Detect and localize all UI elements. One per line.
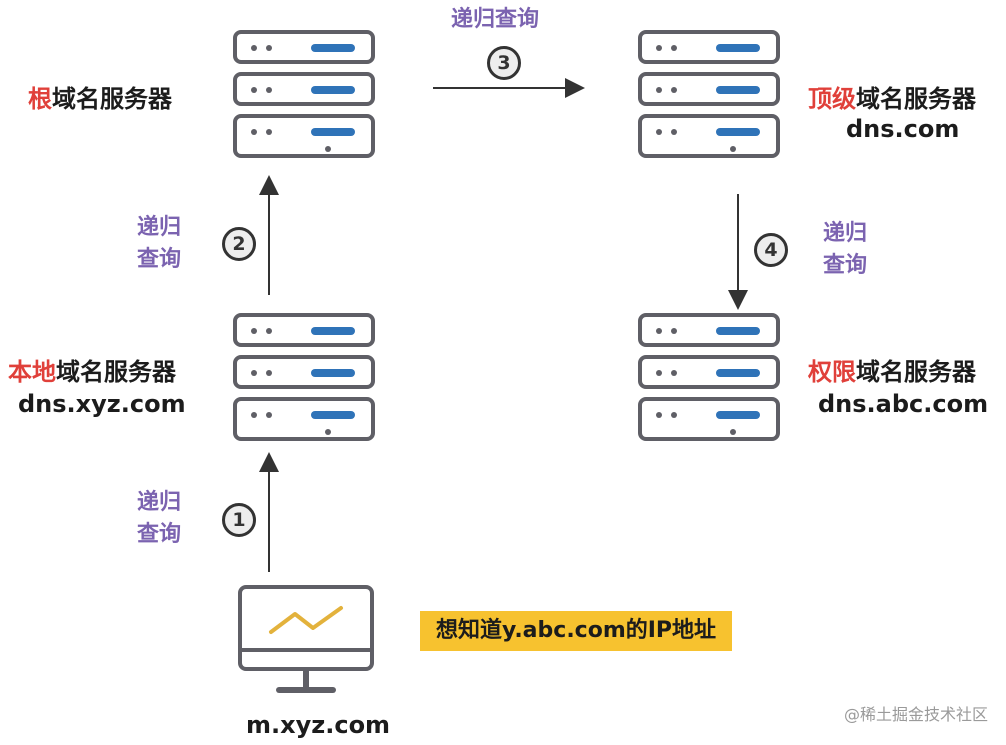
step-2-badge: 2 — [222, 227, 256, 261]
query-callout: 想知道y.abc.com的IP地址 — [420, 611, 733, 651]
authoritative-server-domain: dns.abc.com — [818, 390, 989, 418]
client-domain: m.xyz.com — [246, 711, 391, 739]
step-1-label: 递归查询 — [137, 490, 182, 547]
authoritative-server-icon — [638, 313, 780, 449]
root-server-icon — [233, 30, 375, 166]
root-server-label: 根域名服务器 — [28, 85, 172, 113]
monitor-icon — [238, 585, 374, 693]
step-4-badge: 4 — [754, 233, 788, 267]
step-4-label: 递归查询 — [823, 221, 868, 278]
tld-server-icon — [638, 30, 780, 166]
step-1-badge: 1 — [222, 503, 256, 537]
tld-server-label: 顶级域名服务器 — [808, 85, 976, 113]
authoritative-server-label: 权限域名服务器 — [808, 358, 976, 386]
local-server-label: 本地域名服务器 — [8, 358, 176, 386]
watermark: @稀土掘金技术社区 — [843, 705, 988, 724]
step-3-badge: 3 — [487, 46, 521, 80]
local-server-icon — [233, 313, 375, 449]
step-2-label: 递归查询 — [137, 215, 182, 272]
tld-server-domain: dns.com — [846, 115, 960, 143]
local-server-domain: dns.xyz.com — [18, 390, 186, 418]
step-3-label: 递归查询 — [451, 7, 540, 32]
